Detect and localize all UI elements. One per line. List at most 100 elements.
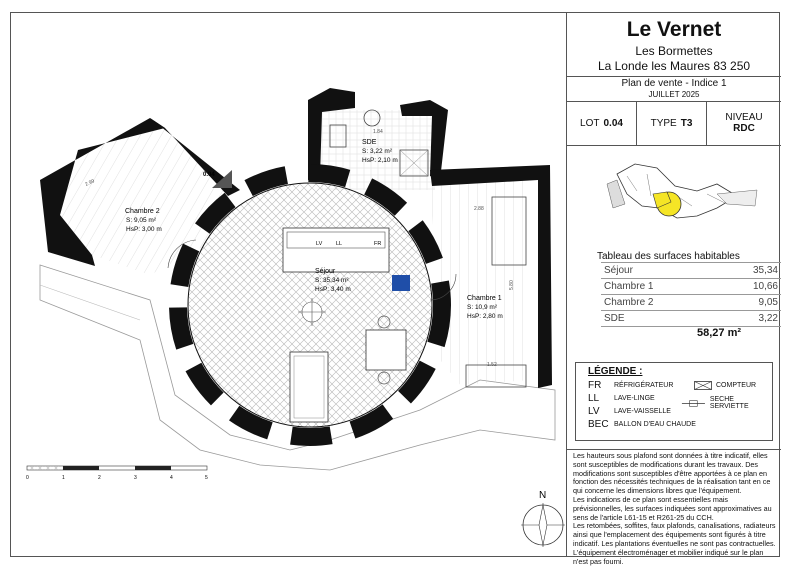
scale-tick-4: 4: [170, 475, 173, 481]
surface-value: 10,66: [716, 278, 781, 295]
chambre1-area: S: 10,9 m²: [467, 304, 498, 311]
sejour-label: Séjour: [315, 268, 336, 275]
project-subtitle-2: La Londe les Maures 83 250: [597, 59, 751, 73]
scale-tick-3: 3: [134, 475, 137, 481]
type-value: T3: [680, 117, 693, 129]
divider: [567, 76, 781, 77]
sde-label: SDE: [362, 139, 377, 146]
surfaces-table: Séjour 35,34 Chambre 1 10,66 Chambre 2 9…: [601, 262, 781, 328]
dim-chambre1-bottom: 1.52: [487, 362, 497, 368]
surfaces-total: 58,27 m²: [697, 327, 742, 339]
surface-value: 3,22: [716, 310, 781, 327]
legend-symbol-compteur: COMPTEUR: [694, 381, 756, 390]
terrace-outline: [39, 264, 556, 471]
note-paragraph: Les retombées, soffites, faux plafonds, …: [573, 521, 776, 566]
plan-date: JUILLET 2025: [648, 90, 700, 99]
niveau-label: NIVEAU: [725, 112, 763, 123]
surface-name: Chambre 2: [601, 294, 717, 311]
chambre1-label: Chambre 1: [467, 295, 502, 302]
note-paragraph: Les indications de ce plan sont essentie…: [573, 494, 772, 522]
legend-label: LAVE-LINGE: [614, 395, 655, 402]
plan-label: Plan de vente - Indice 1: [621, 78, 727, 89]
sejour-area: S: 35,34 m²: [315, 277, 349, 284]
sofa: [289, 351, 329, 423]
table-row: SDE 3,22: [601, 310, 781, 327]
disclaimer-notes: Les hauteurs sous plafond sont données à…: [573, 451, 777, 566]
lot-value: 0.04: [603, 117, 623, 129]
floor-plan: 0.04 Chambre 2 S: 9,05 m² HsP: 3,00 m SD…: [26, 88, 565, 547]
legend-box: LÉGENDE : FR RÉFRIGÉRATEUR LL LAVE-LINGE…: [575, 362, 773, 441]
legend-key: FR: [588, 380, 602, 391]
table-row: Chambre 1 10,66: [601, 278, 781, 295]
scale-tick-2: 2: [98, 475, 101, 481]
niveau-value: RDC: [733, 123, 755, 134]
wall-sde: [308, 88, 355, 180]
towel-dryer-icon: [681, 399, 705, 407]
wall-sejour-ring: [169, 164, 451, 446]
chambre2-height: HsP: 3,00 m: [126, 226, 162, 233]
legend-item: FR RÉFRIGÉRATEUR: [588, 380, 673, 391]
plan-lot-tag: 0.04: [203, 172, 215, 178]
room-chambre1-floor: [430, 175, 530, 385]
north-arrow-icon: N: [521, 490, 565, 547]
type-cell: TYPE T3: [637, 101, 707, 145]
info-panel: Le Vernet Les Bormettes La Londe les Mau…: [566, 12, 781, 565]
room-chambre2-floor: [60, 128, 230, 275]
type-label: TYPE: [650, 117, 677, 129]
appliance-ll: LL: [336, 241, 342, 247]
chambre1-height: HsP: 2,80 m: [467, 313, 503, 320]
lot-cell: LOT 0.04: [567, 101, 637, 145]
divider: [567, 101, 781, 102]
legend-item: LL LAVE-LINGE: [588, 393, 655, 404]
table-row: Séjour 35,34: [601, 262, 781, 279]
dim-chambre2: 2.99: [84, 178, 96, 188]
counter-badge: [392, 275, 410, 291]
legend-label: SECHE SERVIETTE: [709, 396, 749, 410]
scale-tick-5: 5: [205, 475, 208, 481]
scale-bar: 0 1 2 3 4 5: [26, 465, 208, 481]
legend-label: LAVE-VAISSELLE: [614, 408, 671, 415]
legend-key: LV: [588, 406, 600, 417]
surface-name: Séjour: [601, 262, 717, 279]
legend-item: LV LAVE-VAISSELLE: [588, 406, 671, 417]
appliance-lv: LV: [316, 241, 323, 247]
lot-marker-icon: [212, 170, 232, 188]
project-title: Le Vernet: [626, 18, 722, 41]
project-subtitle-1: Les Bormettes: [635, 44, 713, 58]
surface-name: Chambre 1: [601, 278, 717, 295]
table-row: Chambre 2 9,05: [601, 294, 781, 311]
chambre2-area: S: 9,05 m²: [126, 217, 157, 224]
legend-label: COMPTEUR: [716, 382, 757, 389]
scale-tick-1: 1: [62, 475, 65, 481]
surface-name: SDE: [601, 310, 717, 327]
kitchen-counter: [282, 227, 390, 273]
lot-info-row: LOT 0.04 TYPE T3 NIVEAU RDC: [567, 101, 781, 145]
legend-label: BALLON D'EAU CHAUDE: [614, 421, 696, 428]
sde-height: HsP: 2,10 m: [362, 157, 398, 164]
location-minimap: [606, 163, 758, 219]
lot-label: LOT: [580, 117, 600, 129]
dim-chambre1-width: 2.88: [474, 206, 484, 212]
sde-area: S: 3,22 m²: [362, 148, 393, 155]
appliance-fr: FR: [374, 241, 381, 247]
surfaces-title: Tableau des surfaces habitables: [597, 251, 740, 262]
legend-item: BEC BALLON D'EAU CHAUDE: [588, 419, 696, 430]
legend-key: LL: [588, 393, 600, 404]
north-label: N: [539, 490, 546, 501]
meter-icon: [694, 381, 712, 390]
niveau-cell: NIVEAU RDC: [707, 101, 781, 145]
note-paragraph: Les hauteurs sous plafond sont données à…: [573, 451, 771, 496]
dining-table: [365, 329, 407, 371]
divider: [567, 145, 781, 146]
surface-value: 35,34: [716, 262, 781, 279]
chambre2-label: Chambre 2: [125, 208, 160, 215]
divider: [567, 449, 781, 450]
wall-chambre1: [430, 165, 552, 388]
sejour-height: HsP: 3,40 m: [315, 286, 351, 293]
legend-label: RÉFRIGÉRATEUR: [614, 382, 674, 389]
surface-value: 9,05: [716, 294, 781, 311]
legend-title: LÉGENDE :: [588, 366, 643, 377]
dim-chambre1-height: 5.80: [509, 280, 515, 290]
legend-key: BEC: [588, 419, 609, 430]
